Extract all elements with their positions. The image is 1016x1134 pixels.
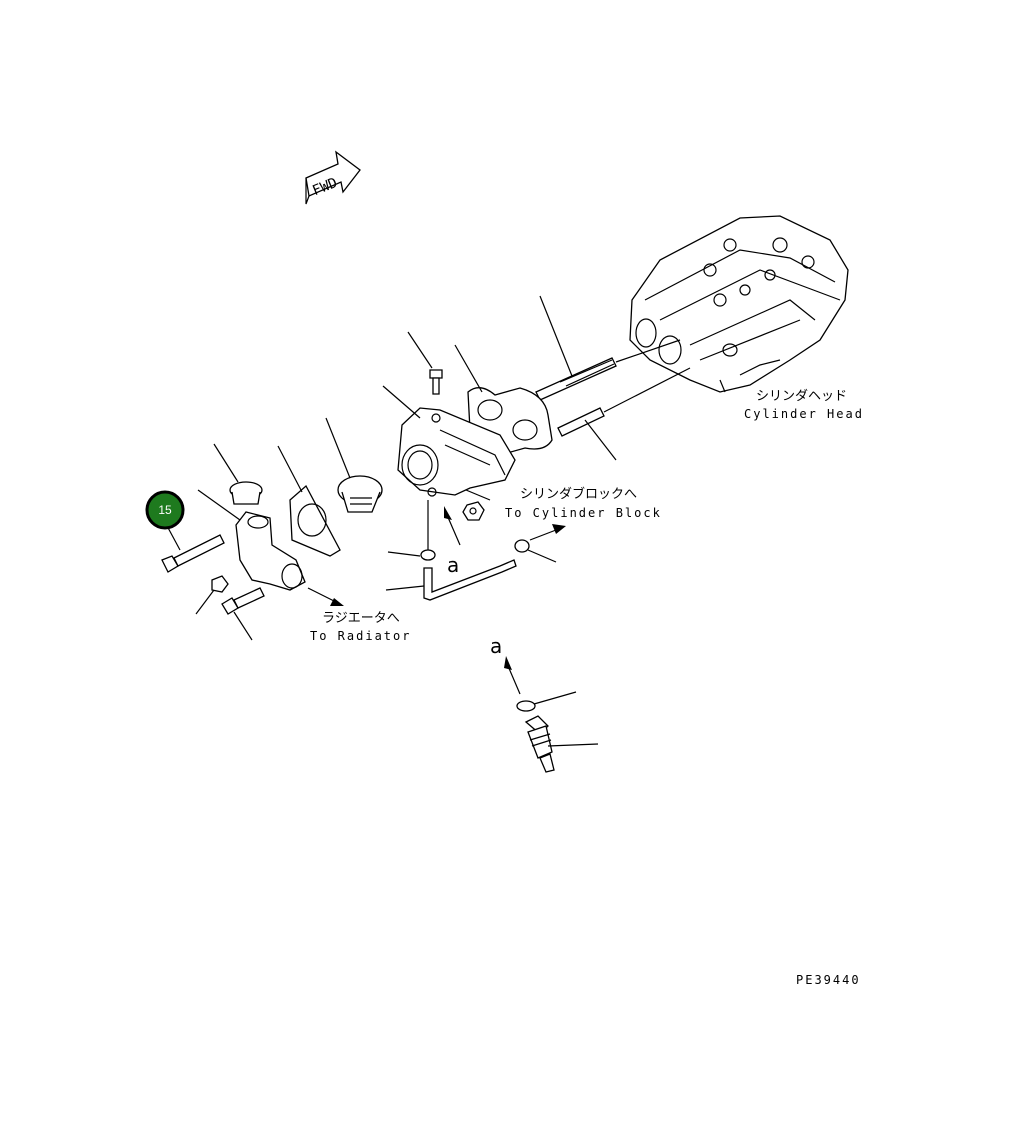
thermostat [325,417,383,513]
bolt-short [221,587,265,641]
cylinder-head [629,215,849,393]
fwd-arrow-icon: FWD [305,150,361,205]
stud-short [557,367,691,461]
water-outlet [197,489,306,591]
gasket-thermostat [277,445,341,557]
gasket-sensor [516,691,577,712]
cylinder-head-label-en: Cylinder Head [744,407,864,421]
arrow-up-housing-icon [444,506,461,546]
bolt-top [407,331,443,395]
plug [213,443,263,505]
bolt-long [161,523,225,573]
cylinder-block-label-jp: シリンダブロックへ [520,486,637,502]
drawing-number: PE39440 [796,973,861,987]
part-number-badge[interactable]: 15 [145,490,185,530]
pipe [385,500,517,601]
radiator-label-en: To Radiator [310,629,411,643]
arrow-radiator-icon [307,587,344,606]
arrow-up-detail-icon [504,656,521,695]
temperature-sensor [524,715,599,773]
nut-housing [462,501,485,521]
thermostat-housing [382,385,516,501]
reference-a-detail-label: a [490,634,502,658]
radiator-label-jp: ラジエータへ [322,611,400,626]
nut-left [195,575,229,615]
cylinder-head-label-jp: シリンダヘッド [756,389,847,404]
reference-a-label: a [447,553,459,577]
nut-right [514,539,557,563]
arrow-cylinder-block-icon [529,524,566,541]
part-number-badge-text: 15 [158,503,172,517]
cylinder-block-label-en: To Cylinder Block [505,506,662,520]
